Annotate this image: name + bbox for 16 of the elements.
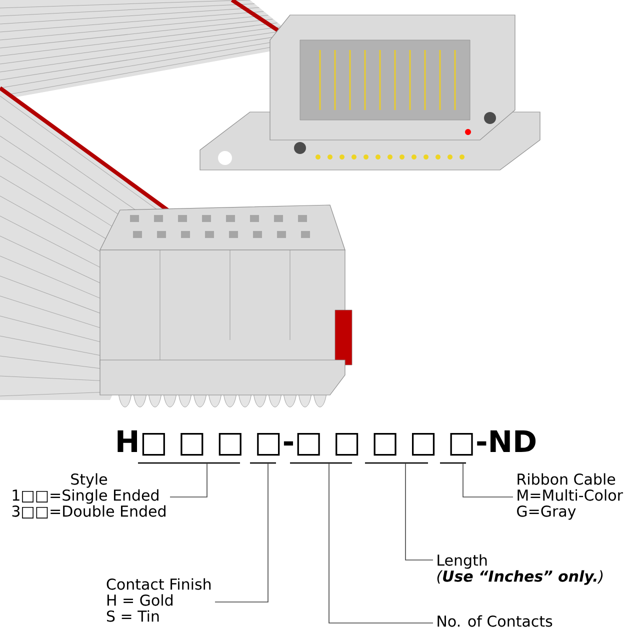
underline-bracket — [440, 462, 466, 464]
underline-bracket — [250, 462, 276, 464]
contacts-note: No. of Contacts — [438, 615, 552, 627]
ribbon-cable-note: Ribbon Cable M=Multi-Color G=Gray — [517, 473, 623, 520]
underline-bracket — [365, 462, 428, 464]
leader-line — [328, 463, 434, 624]
style-note: Style 1□□=Single Ended 3□□=Double Ended — [12, 473, 166, 518]
leader-line — [170, 463, 208, 498]
underline-bracket — [138, 462, 240, 464]
leader-line — [214, 463, 268, 602]
contact-finish-note: Contact Finish H = Gold S = Tin — [106, 578, 211, 622]
leader-line — [462, 463, 514, 498]
length-note: Length (Use “Inches” only.) — [437, 554, 603, 585]
underline-bracket — [290, 462, 352, 464]
part-number-code: H□ □ □ □-□ □ □ □ □-ND — [118, 430, 536, 456]
leader-line — [405, 463, 434, 560]
